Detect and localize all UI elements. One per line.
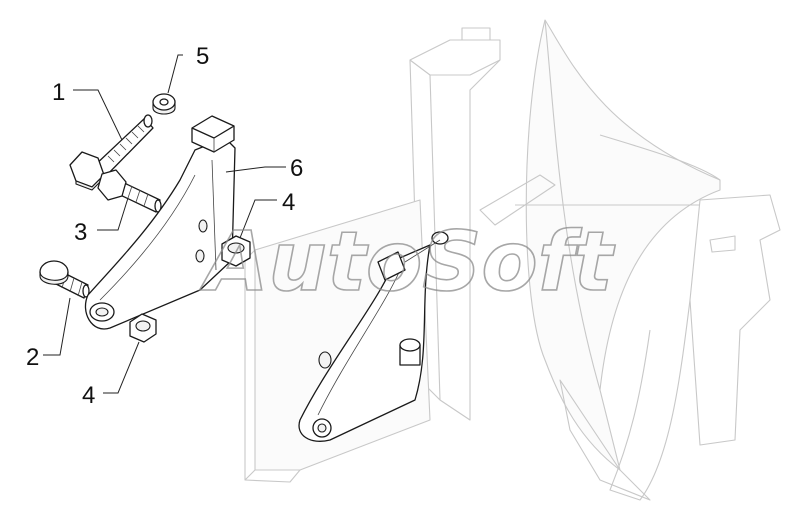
callout-6: 6 <box>290 155 303 182</box>
bracket-part <box>84 115 236 330</box>
callout-2: 2 <box>26 344 39 371</box>
bolt-short-part <box>97 169 162 213</box>
callout-5: 5 <box>196 43 209 70</box>
nut-lower-part <box>129 313 157 343</box>
nut-upper-part <box>221 235 251 267</box>
callout-4-upper: 4 <box>282 189 295 216</box>
callout-1: 1 <box>52 79 65 106</box>
watermark-logo: AutoSoft <box>199 215 615 310</box>
callout-3: 3 <box>74 219 87 246</box>
washer-part <box>152 93 176 115</box>
callout-4-lower: 4 <box>82 382 95 409</box>
carriage-bolt-part <box>39 260 90 299</box>
bolt-long-part <box>69 114 154 191</box>
installed-bracket <box>298 231 449 442</box>
leader-lines <box>43 54 286 394</box>
